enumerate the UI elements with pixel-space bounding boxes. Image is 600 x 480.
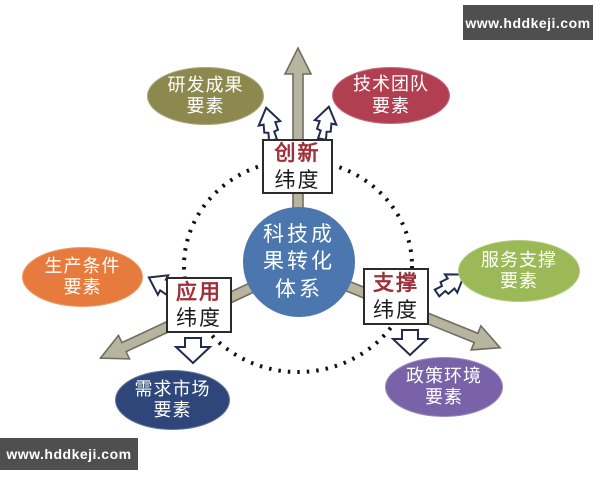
dimension-label: 纬度 [274,167,321,192]
ellipse-label: 要素 [500,271,538,292]
ellipse-label: 研发成果 [167,74,244,96]
arrow-to-rd-achievements-icon [257,105,283,143]
dimension-accent-label: 应用 [176,278,222,304]
ellipse-label: 生产条件 [44,255,121,277]
ellipse-label: 政策环境 [406,365,482,387]
ellipse-label: 要素 [153,400,192,421]
ellipse-demand-market: 需求市场 要素 [115,370,230,430]
arrow-to-tech-team-icon [312,104,338,142]
ellipse-label: 技术团队 [353,74,429,96]
arrow-to-policy-environment-icon [390,329,430,357]
ellipse-policy-environment: 政策环境 要素 [385,357,503,417]
ellipse-label: 需求市场 [134,378,211,400]
dimension-label: 纬度 [176,306,222,330]
ellipse-label: 服务支撑 [481,249,557,271]
arrow-to-service-support-icon [433,273,466,298]
center-circle-system: 科技成 果转化 体系 [243,207,355,317]
ellipse-production-conditions: 生产条件 要素 [22,247,143,307]
ellipse-label: 要素 [425,387,463,408]
box-support-dimension: 支撑 纬度 [363,268,429,325]
ellipse-label: 要素 [186,96,225,117]
arrow-to-demand-market-icon [173,337,213,365]
box-application-dimension: 应用 纬度 [166,277,232,333]
dimension-accent-label: 支撑 [373,270,419,296]
dimension-accent-label: 创新 [274,140,321,166]
ellipse-label: 要素 [63,277,102,298]
dimension-label: 纬度 [373,297,419,322]
watermark-bottom-left: www.hddkeji.com [0,438,138,470]
center-circle-label: 体系 [275,276,323,301]
ellipse-rd-achievements: 研发成果 要素 [147,67,264,125]
ellipse-label: 要素 [372,95,410,117]
center-circle-label: 果转化 [263,249,335,274]
ellipse-service-support: 服务支撑 要素 [458,240,580,302]
dotted-circle [182,158,414,374]
box-innovation-dimension: 创新 纬度 [262,139,333,194]
watermark-top-right: www.hddkeji.com [463,5,593,40]
center-circle-label: 科技成 [263,222,335,247]
ellipse-tech-team: 技术团队 要素 [332,67,450,124]
